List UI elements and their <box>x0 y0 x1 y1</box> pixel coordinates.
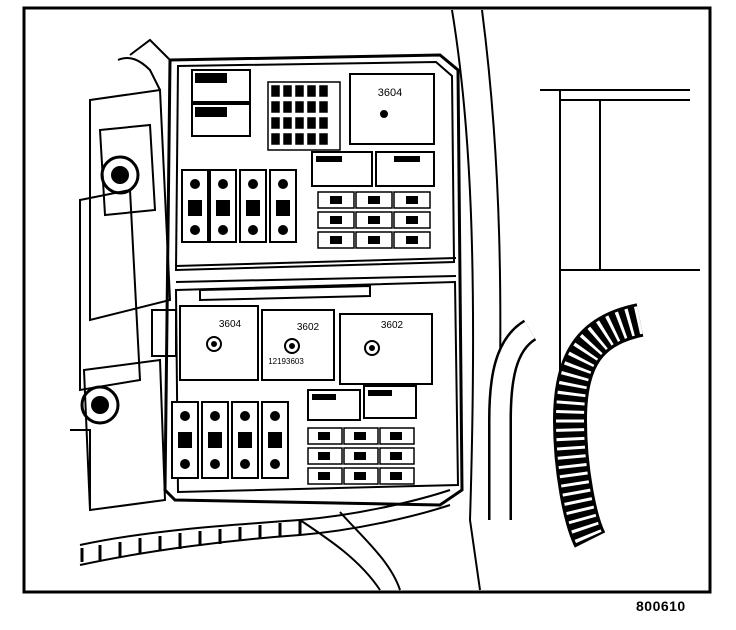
wiring-harness <box>79 489 451 591</box>
relay-lower-right-3602 <box>339 313 433 385</box>
relay-upper-3604 <box>349 73 435 145</box>
bolt-upper <box>100 155 140 195</box>
relay-lower-left-3604 <box>179 305 259 381</box>
figure-code: 800610 <box>636 598 686 614</box>
upper-mini-relays <box>191 69 251 137</box>
relay-lower-left-label: 3604 <box>219 319 242 330</box>
upper-fuse-grid <box>267 81 341 151</box>
corrugated-conduit <box>488 303 644 548</box>
lower-mini-relays <box>307 385 417 421</box>
fuse-block-housing <box>163 53 464 507</box>
relay-lower-mid-3602 <box>261 309 335 381</box>
figure-frame <box>22 6 712 594</box>
relay-upper-label: 3604 <box>378 87 402 99</box>
part-number: 12193603 <box>268 357 304 366</box>
relay-lower-mid-label: 3602 <box>297 322 320 333</box>
block-divider <box>151 257 457 357</box>
left-bracket <box>70 38 172 512</box>
relay-lower-right-label: 3602 <box>381 320 404 331</box>
bolt-lower <box>80 385 120 425</box>
